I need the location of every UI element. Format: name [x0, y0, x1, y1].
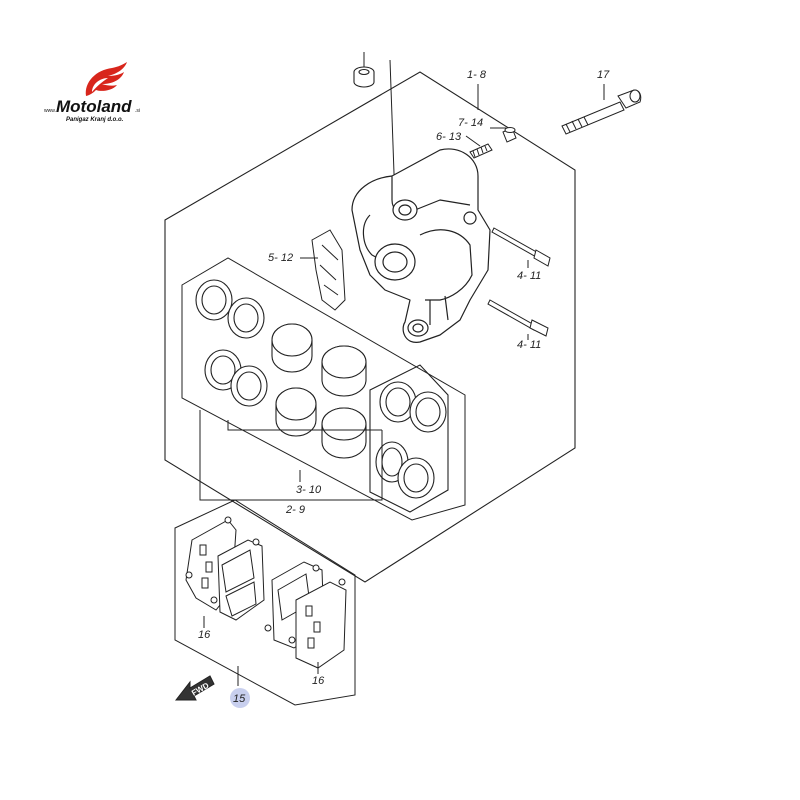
callout-2-9: 2- 9: [285, 504, 305, 516]
logo-wing-inner: [92, 78, 108, 92]
caliper-body: [351, 148, 491, 343]
callout-5-12: 5- 12: [268, 252, 293, 264]
seals-right: [369, 364, 449, 513]
bleeder-screw: [469, 143, 493, 159]
callout-4-11-bottom: 4- 11: [517, 339, 541, 351]
callout-6-13: 6- 13: [436, 131, 462, 143]
bleeder-cap: [502, 127, 517, 143]
forward-arrow: FWD: [174, 675, 215, 701]
logo-company: Panigaz Kranj d.o.o.: [66, 117, 124, 123]
fwd-arrow-shape: [174, 675, 215, 701]
brake-pad-left: [210, 538, 265, 621]
logo-prefix: www.: [44, 108, 56, 114]
pad-pin-top: [491, 227, 551, 267]
seal-kit-frame: [181, 257, 466, 521]
logo-brand: Motoland: [56, 97, 132, 116]
motoland-logo: www. Motoland .si Panigaz Kranj d.o.o.: [44, 62, 140, 123]
pistons: [271, 323, 367, 459]
callout-3-10: 3- 10: [296, 484, 322, 496]
mounting-bolt: [561, 89, 642, 135]
caliper-assembly-frame: [164, 71, 576, 583]
seals-left: [195, 279, 268, 407]
top-ring-part: [353, 66, 375, 88]
seal-leaders: [199, 410, 383, 501]
callout-leaders: [203, 84, 605, 674]
pad-set-frame: [174, 499, 356, 706]
callout-16-left: 16: [198, 629, 211, 641]
callout-15: 15: [233, 693, 246, 705]
callout-1-8: 1- 8: [467, 69, 487, 81]
pad-shim-right: [288, 578, 347, 669]
callout-16-right: 16: [312, 675, 325, 687]
callout-4-11-top: 4- 11: [517, 270, 541, 282]
pad-spring: [311, 229, 346, 311]
callout-15-highlight: [230, 688, 250, 708]
pad-pin-bottom: [487, 299, 549, 337]
callout-17: 17: [597, 69, 610, 81]
logo-suffix: .si: [135, 108, 140, 114]
callout-7-14: 7- 14: [458, 117, 483, 129]
callout-labels: 1- 8 17 7- 14 6- 13 5- 12 4- 11 4- 11 3-…: [198, 69, 610, 705]
